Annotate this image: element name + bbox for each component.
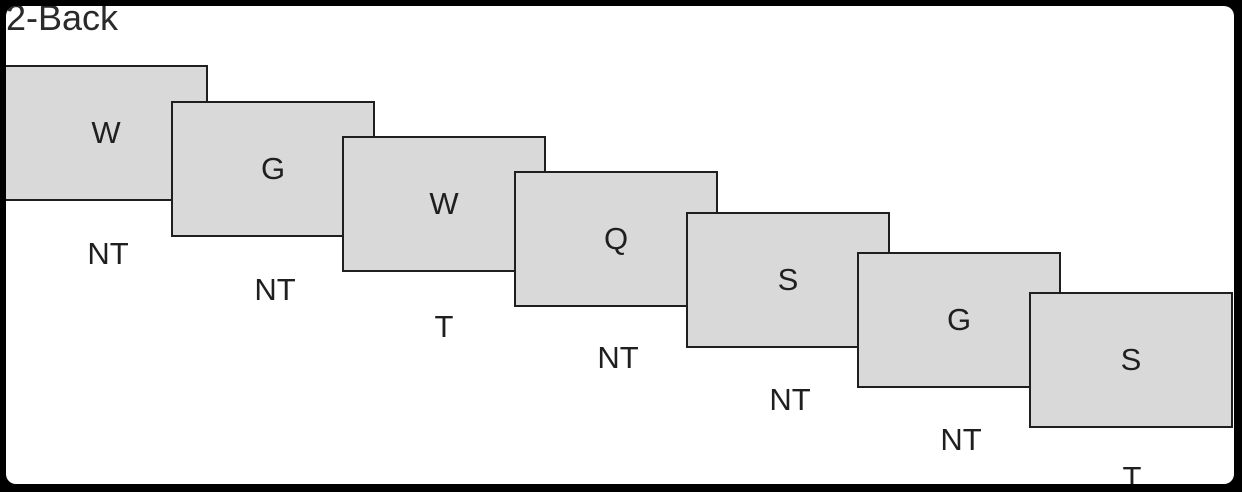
trial-label: NT xyxy=(940,422,982,457)
trial-label: NT xyxy=(254,272,296,307)
diagram-frame: 2-Back W NT G NT W T Q NT S NT G NT S T xyxy=(6,6,1234,484)
trial-card: G xyxy=(171,101,375,237)
trial-letter: W xyxy=(91,115,121,150)
trial-letter: S xyxy=(1120,342,1142,377)
trial-label: NT xyxy=(87,236,129,271)
diagram-title: 2-Back xyxy=(6,6,119,38)
trial-letter: Q xyxy=(603,221,629,256)
trial-label: NT xyxy=(597,340,639,375)
trial-card: S xyxy=(686,212,890,348)
trial-label: T xyxy=(1122,460,1142,484)
trial-card: W xyxy=(342,136,546,272)
trial-letter: G xyxy=(946,302,972,337)
trial-card: S xyxy=(1029,292,1233,428)
trial-card: G xyxy=(857,252,1061,388)
trial-letter: W xyxy=(429,186,459,221)
trial-letter: G xyxy=(260,151,286,186)
trial-label: NT xyxy=(769,382,811,417)
trial-letter: S xyxy=(777,262,799,297)
trial-card: Q xyxy=(514,171,718,307)
trial-label: T xyxy=(434,309,454,344)
